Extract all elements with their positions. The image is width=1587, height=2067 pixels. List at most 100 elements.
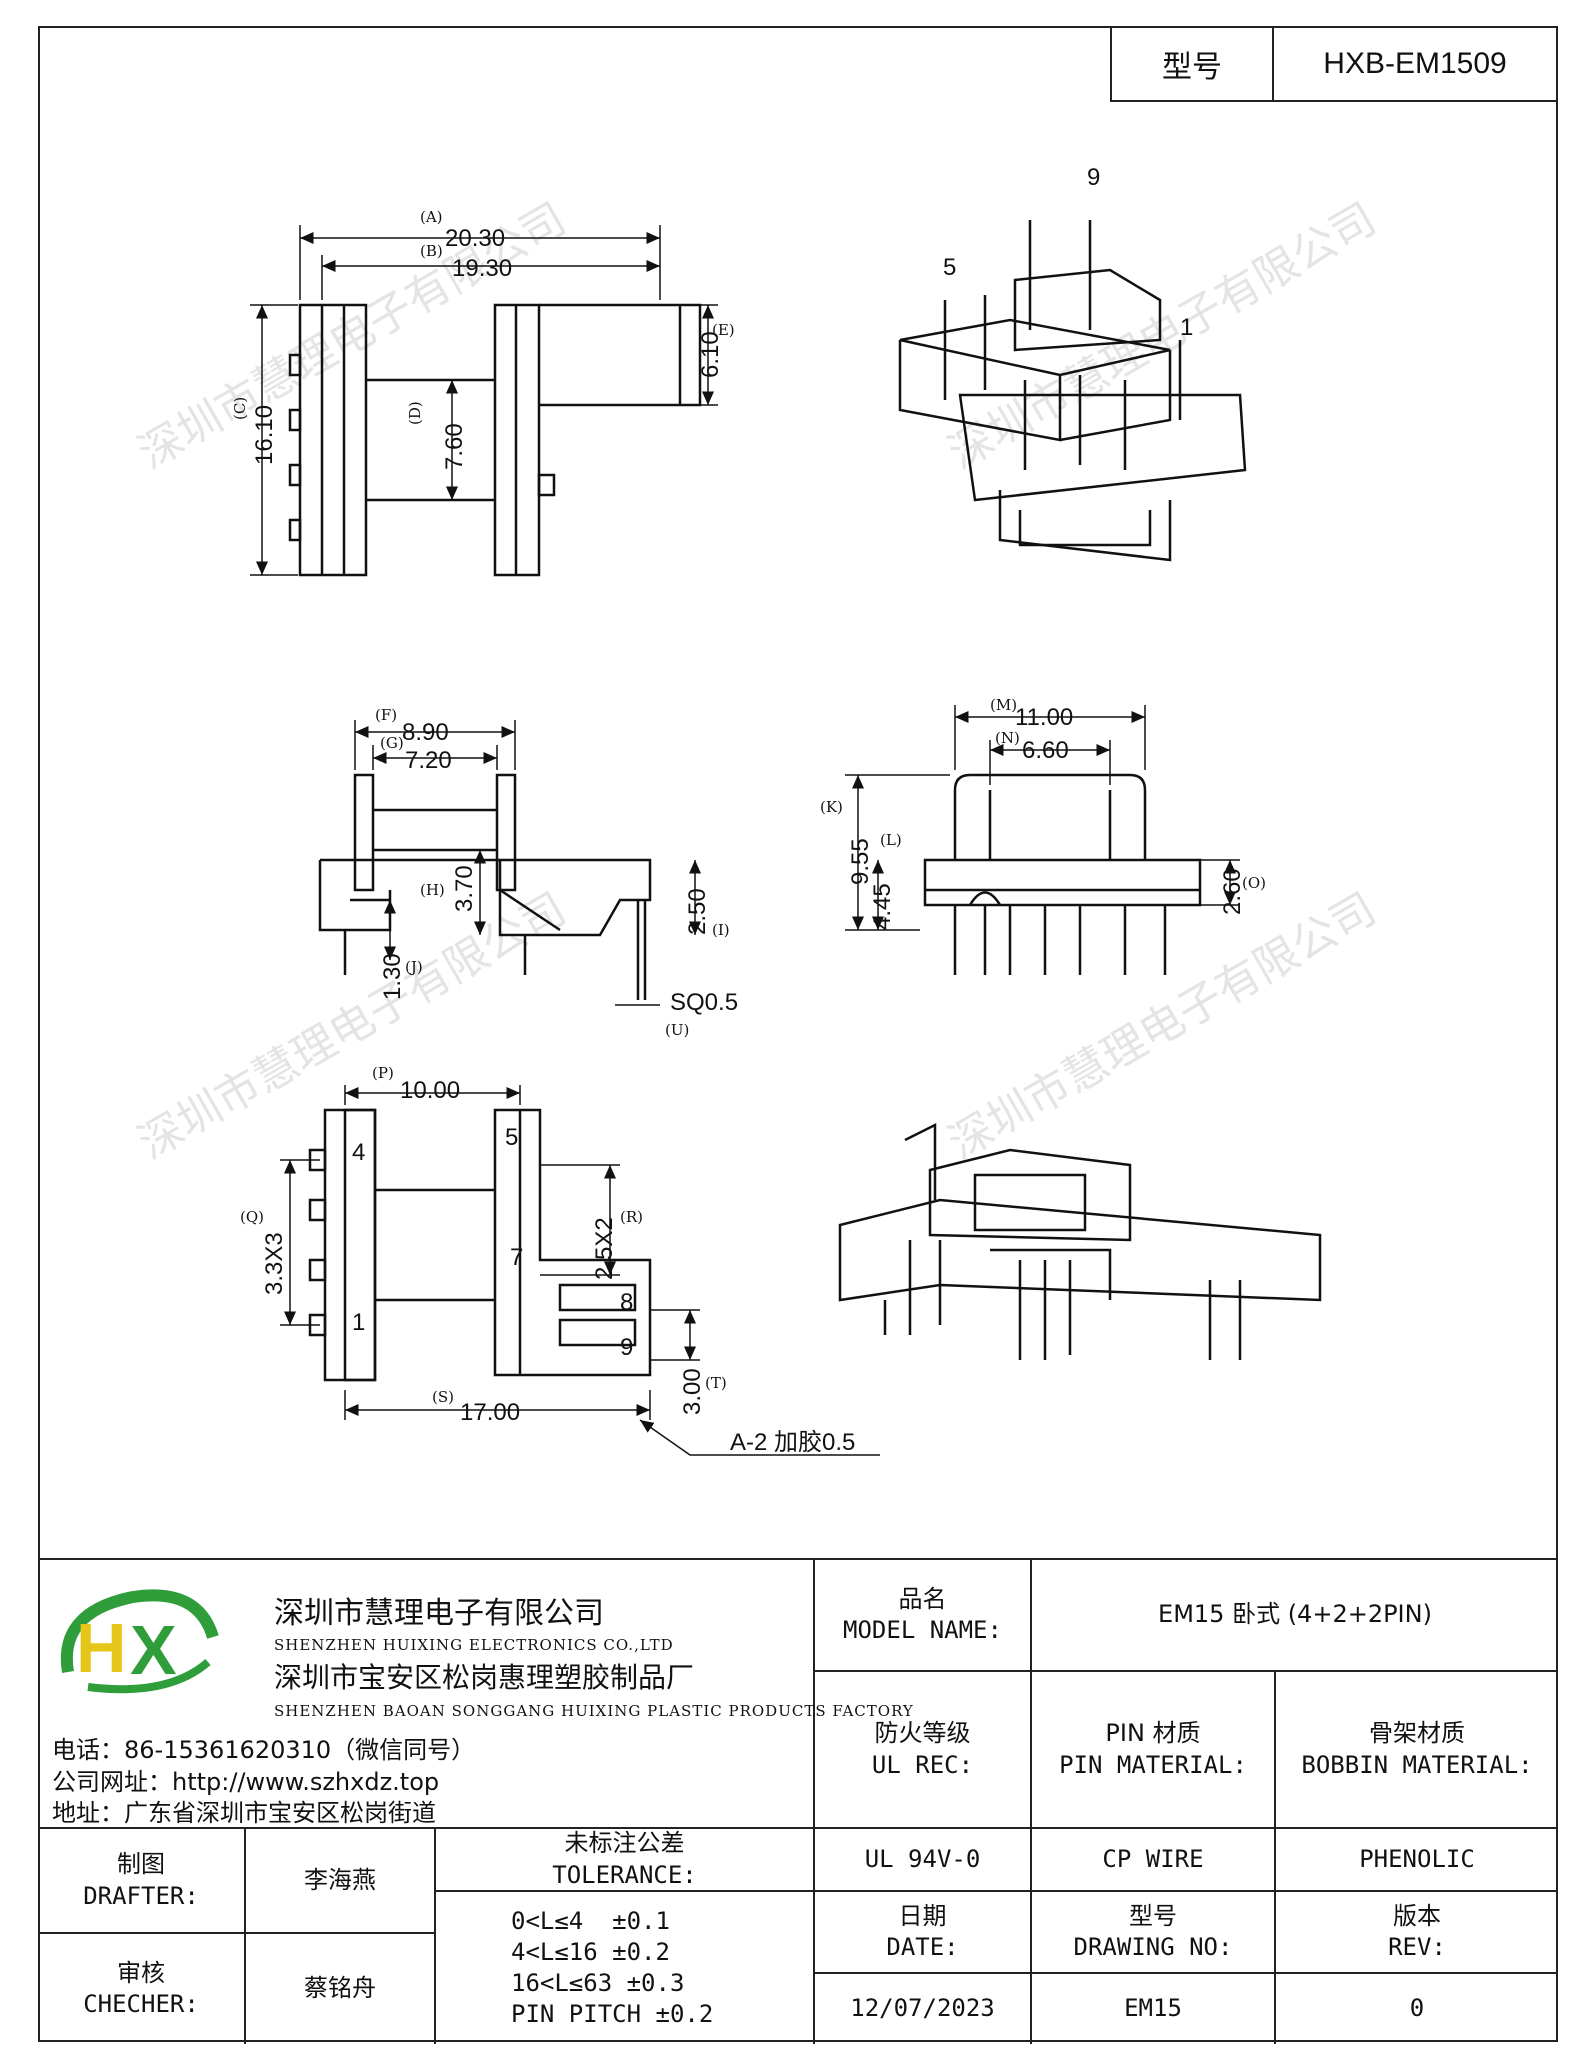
dim-b: 19.30 — [452, 255, 512, 282]
tag-o: (O) — [1242, 874, 1266, 892]
dim-u: SQ0.5 — [670, 989, 738, 1016]
model-value: HXB-EM1509 — [1323, 47, 1507, 80]
watermark-4: 深圳市慧理电子有限公司 — [940, 883, 1385, 1169]
top-view-dims — [250, 225, 718, 576]
tag-b: (B) — [420, 242, 443, 260]
pin-label-5: 5 — [505, 1124, 518, 1151]
dim-q: 3.3X3 — [261, 1232, 288, 1295]
logo-x: X — [130, 1611, 177, 1689]
tag-m: (M) — [990, 696, 1017, 714]
drawing-no-value: EM15 — [1124, 1994, 1182, 2023]
dimension-labels: (A) 20.30 (B) 19.30 16.10 (C) (D) 7.60 6… — [231, 164, 1266, 1456]
title-block: H X 深圳市慧理电子有限公司 SHENZHEN HUIXING ELECTRO… — [38, 1558, 1558, 2044]
tag-s: (S) — [432, 1388, 454, 1406]
pin-label-5-iso: 5 — [943, 254, 956, 281]
pin-label-8: 8 — [620, 1289, 633, 1316]
bobbin-material-label: 骨架材质 BOBBIN MATERIAL: — [1276, 1672, 1558, 1827]
contact-phone: 电话：86-15361620310（微信同号） — [52, 1736, 476, 1764]
ul-value: UL 94V-0 — [864, 1844, 981, 1873]
rev-label: 版本 REV: — [1276, 1892, 1558, 1972]
dim-s: 17.00 — [460, 1399, 520, 1426]
company-name-1-en: SHENZHEN HUIXING ELECTRONICS CO.,LTD — [274, 1636, 674, 1654]
date-cn: 日期 — [898, 1901, 947, 1930]
tag-h: (H) — [420, 881, 445, 899]
tag-t: (T) — [705, 1374, 727, 1392]
checker-cn: 审核 — [117, 1958, 165, 1987]
dim-f: 8.90 — [402, 719, 449, 746]
drawing-en: DRAWING NO: — [1073, 1933, 1233, 1961]
pin-label-9-iso: 9 — [1087, 164, 1100, 191]
contact-address: 地址：广东省深圳市宝安区松岗街道 — [52, 1799, 436, 1827]
tag-d: (D) — [406, 401, 424, 425]
glue-note: A-2 加胶0.5 — [730, 1429, 855, 1456]
bobbin-cn: 骨架材质 — [1369, 1719, 1465, 1748]
dim-a: 20.30 — [445, 225, 505, 252]
logo-h: H — [76, 1609, 127, 1687]
tolerance-table: 0<L≤4 ±0.1 4<L≤16 ±0.2 16<L≤63 ±0.3 PIN … — [436, 1892, 813, 2044]
pin-material-value: CP WIRE — [1102, 1844, 1204, 1873]
front-view — [923, 773, 1202, 975]
drafter-value: 李海燕 — [304, 1865, 376, 1894]
date-label: 日期 DATE: — [815, 1892, 1030, 1972]
tag-c: (C) — [231, 397, 249, 420]
tag-e: (E) — [712, 321, 735, 339]
model-name-cn: 品名 — [898, 1584, 947, 1613]
tag-j: (J) — [405, 958, 423, 976]
dim-o: 2.60 — [1219, 868, 1246, 915]
tag-k: (K) — [820, 798, 843, 816]
drawing-no-label: 型号 DRAWING NO: — [1032, 1892, 1274, 1972]
rev-en: REV: — [1388, 1933, 1446, 1961]
pin-label-7: 7 — [510, 1244, 523, 1271]
tag-l: (L) — [880, 831, 902, 849]
tolerance-row-1: 0<L≤4 ±0.1 — [511, 1906, 670, 1935]
watermark-1: 深圳市慧理电子有限公司 — [130, 193, 575, 479]
tolerance-label: 未标注公差 TOLERANCE: — [436, 1829, 813, 1890]
tag-n: (N) — [995, 729, 1020, 747]
dim-e: 6.10 — [697, 331, 724, 378]
company-name-2: 深圳市宝安区松岗惠理塑胶制品厂 — [274, 1661, 695, 1694]
pin-label-1: 1 — [352, 1309, 365, 1336]
iso-view-top — [898, 220, 1247, 562]
checker-label: 审核 CHECHER: — [38, 1934, 244, 2044]
dim-j: 1.30 — [379, 953, 406, 1000]
model-name-label: 品名 MODEL NAME: — [815, 1560, 1030, 1670]
model-name-value: EM15 卧式 (4+2+2PIN) — [1158, 1600, 1432, 1629]
company-name-1: 深圳市慧理电子有限公司 — [274, 1596, 604, 1631]
top-view — [288, 303, 702, 577]
ul-en: UL REC: — [871, 1750, 974, 1779]
dim-c: 16.10 — [251, 405, 278, 465]
tag-g: (G) — [380, 734, 404, 752]
tolerance-row-3: 16<L≤63 ±0.3 — [511, 1969, 685, 1997]
front-view-dims — [845, 705, 1240, 931]
model-name-en: MODEL NAME: — [843, 1616, 1002, 1644]
side-view-dims — [354, 720, 701, 1006]
company-logo: H X — [60, 1589, 219, 1694]
rev-cn: 版本 — [1393, 1901, 1441, 1930]
dim-g: 7.20 — [405, 747, 452, 774]
bottom-view — [308, 1108, 652, 1382]
bottom-view-dims — [280, 1085, 880, 1456]
rev-value: 0 — [1409, 1994, 1425, 2023]
bobbin-en: BOBBIN MATERIAL: — [1301, 1750, 1533, 1779]
checker-value: 蔡铭舟 — [304, 1974, 376, 2003]
drawing-frame — [38, 26, 1558, 2042]
dim-m: 11.00 — [1015, 704, 1073, 731]
watermark-2: 深圳市慧理电子有限公司 — [940, 193, 1385, 479]
watermark-group: 深圳市慧理电子有限公司 深圳市慧理电子有限公司 深圳市慧理电子有限公司 深圳市慧… — [130, 193, 1385, 1169]
drawing-cn: 型号 — [1129, 1901, 1177, 1930]
pin-en: PIN MATERIAL: — [1059, 1750, 1247, 1779]
dim-k: 9.55 — [847, 838, 874, 885]
tolerance-cn: 未标注公差 — [564, 1829, 685, 1858]
dim-i: 2.50 — [684, 888, 711, 935]
tag-u: (U) — [665, 1021, 689, 1039]
tag-p: (P) — [372, 1064, 394, 1082]
model-header: 型号 HXB-EM1509 — [1110, 26, 1558, 102]
contact-website: 公司网址：http://www.szhxdz.top — [52, 1768, 440, 1796]
checker-en: CHECHER: — [83, 1990, 199, 2018]
dim-n: 6.60 — [1022, 737, 1069, 764]
iso-view-bottom — [838, 1122, 1322, 1360]
dim-d: 7.60 — [441, 423, 468, 470]
company-name-2-en: SHENZHEN BAOAN SONGGANG HUIXING PLASTIC … — [274, 1702, 914, 1720]
tag-a: (A) — [420, 208, 443, 226]
dim-r: 2.5X2 — [591, 1217, 618, 1280]
